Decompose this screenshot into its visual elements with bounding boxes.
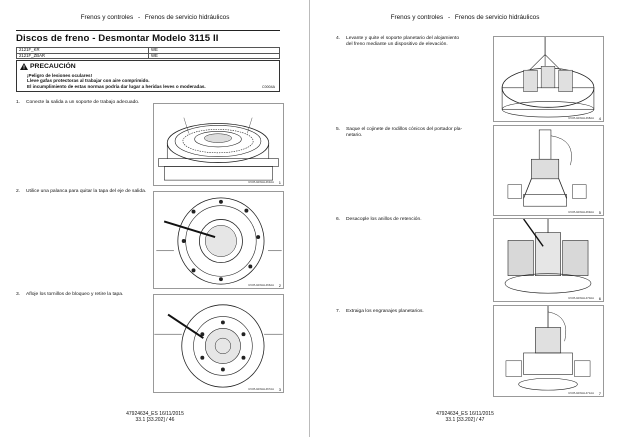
figure-number: 7 bbox=[598, 391, 601, 396]
caution-line: ¡Peligro de lesiones oculares! bbox=[27, 73, 93, 78]
step-2: 2. Utilice una palanca para quitar la tap… bbox=[16, 189, 146, 195]
figure-2-output-cover: RCPH11WHL466AA 2 bbox=[153, 191, 284, 289]
page-footer-left: 47924634_ES 16/11/2015 33.1 [33.202] / 4… bbox=[0, 411, 310, 424]
figure-code: RCPH11WHL463AA bbox=[248, 180, 274, 184]
step-text: Levante y quite el soporte planetario de… bbox=[346, 36, 460, 41]
caution-code: C0004A bbox=[262, 85, 275, 89]
warning-triangle-icon bbox=[20, 63, 28, 70]
figure-code: RCPH11WHL470AA bbox=[568, 296, 594, 300]
step-number: 5. bbox=[336, 127, 341, 132]
running-head-section: Frenos y controles bbox=[80, 14, 134, 21]
brake-housing-illustration bbox=[158, 117, 279, 181]
step-text: Afloje los tornillos de bloqueo y retire… bbox=[26, 292, 124, 297]
figure-code: RCPH11WHL467AA bbox=[248, 387, 274, 391]
footer-doc: 47924634_ES 16/11/2015 bbox=[436, 411, 494, 417]
footer-doc: 47924634_ES 16/11/2015 bbox=[126, 411, 184, 417]
planetary-lift-illustration bbox=[501, 37, 595, 118]
figure-1-brake-housing: RCPH11WHL463AA 1 bbox=[153, 103, 284, 186]
footer-page-number: 33.1 [33.202] / 46 bbox=[135, 417, 175, 424]
figure-3-locking-screws: RCPH11WHL467AA 3 bbox=[153, 294, 284, 393]
bearing-puller-illustration bbox=[507, 129, 587, 207]
caution-header: PRECAUCIÓN bbox=[20, 63, 76, 70]
left-page: Frenos y controles - Frenos de servicio … bbox=[0, 14, 310, 424]
step-number: 4. bbox=[336, 36, 341, 41]
step-text: Conecte la salida a un soporte de trabaj… bbox=[26, 100, 140, 105]
page-title: Discos de freno - Desmontar Modelo 3115 … bbox=[16, 33, 219, 44]
table-row: 2121F_ZBAR WE bbox=[16, 52, 280, 60]
running-head-dash: - bbox=[137, 14, 141, 21]
figure-4-planetary-lift: RCPH11WHL468AA 4 bbox=[493, 36, 604, 122]
running-head-subsection: Frenos de servicio hidráulicos bbox=[144, 14, 230, 21]
figure-code: RCPH11WHL466AA bbox=[248, 283, 274, 287]
step-number: 2. bbox=[16, 189, 21, 194]
step-number: 1. bbox=[16, 100, 21, 105]
step-number: 6. bbox=[336, 217, 341, 222]
figure-7-planetary-gears: RCPH11WHL471AA 7 bbox=[493, 305, 604, 397]
figure-code: RCPH11WHL468AA bbox=[568, 116, 594, 120]
caution-box: PRECAUCIÓN ¡Peligro de lesiones oculares… bbox=[16, 60, 280, 92]
figure-number: 2 bbox=[278, 283, 281, 288]
step-text: netario. bbox=[346, 133, 363, 139]
model-id-table: 2121F_KR WE 2121F_ZBAR WE bbox=[16, 47, 280, 60]
step-text: Desacople los anillos de retención. bbox=[346, 217, 422, 222]
footer-page-number: 33.1 [33.202] / 47 bbox=[445, 417, 485, 424]
page-footer-right: 47924634_ES 16/11/2015 33.1 [33.202] / 4… bbox=[310, 411, 620, 424]
running-head: Frenos y controles - Frenos de servicio … bbox=[0, 14, 310, 21]
step-1: 1. Conecte la salida a un soporte de trab… bbox=[16, 100, 139, 106]
output-cover-illustration bbox=[156, 197, 282, 285]
caution-text: ¡Peligro de lesiones oculares! Lleve gaf… bbox=[27, 73, 206, 89]
running-head-subsection: Frenos de servicio hidráulicos bbox=[454, 14, 540, 21]
running-head-section: Frenos y controles bbox=[390, 14, 444, 21]
table-cell-code: WE bbox=[148, 52, 280, 60]
figure-number: 4 bbox=[598, 116, 601, 121]
step-5: 5. Saque el cojinete de rodillos cónicos … bbox=[336, 127, 462, 139]
step-text: Saque el cojinete de rodillos cónicos de… bbox=[346, 127, 463, 132]
step-text: Utilice una palanca para quitar la tapa … bbox=[26, 189, 147, 194]
planetary-gears-illustration bbox=[505, 306, 591, 391]
step-3: 3. Afloje los tornillos de bloqueo y reti… bbox=[16, 292, 123, 298]
step-number: 7. bbox=[336, 309, 341, 314]
step-7: 7. Extraiga los engranajes planetarios. bbox=[336, 309, 424, 315]
page-divider bbox=[309, 0, 310, 437]
figure-code: RCPH11WHL469AA bbox=[568, 210, 594, 214]
running-head-dash: - bbox=[447, 14, 451, 21]
step-number: 3. bbox=[16, 292, 21, 297]
figure-5-bearing-puller: RCPH11WHL469AA 5 bbox=[493, 125, 604, 216]
figure-number: 3 bbox=[278, 387, 281, 392]
figure-number: 6 bbox=[598, 296, 601, 301]
step-text: Extraiga los engranajes planetarios. bbox=[346, 309, 424, 314]
running-head: Frenos y controles - Frenos de servicio … bbox=[310, 14, 620, 21]
figure-6-retaining-rings: RCPH11WHL470AA 6 bbox=[493, 218, 604, 302]
caution-title: PRECAUCIÓN bbox=[30, 63, 76, 70]
step-text: del freno mediante un dispositivo de ele… bbox=[346, 42, 448, 48]
figure-number: 1 bbox=[278, 180, 281, 185]
retaining-rings-illustration bbox=[504, 219, 592, 294]
step-6: 6. Desacople los anillos de retención. bbox=[336, 217, 422, 223]
right-page: Frenos y controles - Frenos de servicio … bbox=[310, 0, 620, 437]
figure-code: RCPH11WHL471AA bbox=[568, 391, 594, 395]
table-cell-model: 2121F_ZBAR bbox=[16, 52, 149, 60]
step-4: 4. Levante y quite el soporte planetario … bbox=[336, 36, 459, 48]
locking-screws-illustration bbox=[154, 304, 283, 388]
caution-line: Lleve gafas protectoras al trabajar con … bbox=[27, 78, 150, 84]
figure-number: 5 bbox=[598, 210, 601, 215]
caution-line: El incumplimiento de estas normas podría… bbox=[27, 83, 206, 89]
procedure-title-bar: Discos de freno - Desmontar Modelo 3115 … bbox=[16, 30, 280, 44]
